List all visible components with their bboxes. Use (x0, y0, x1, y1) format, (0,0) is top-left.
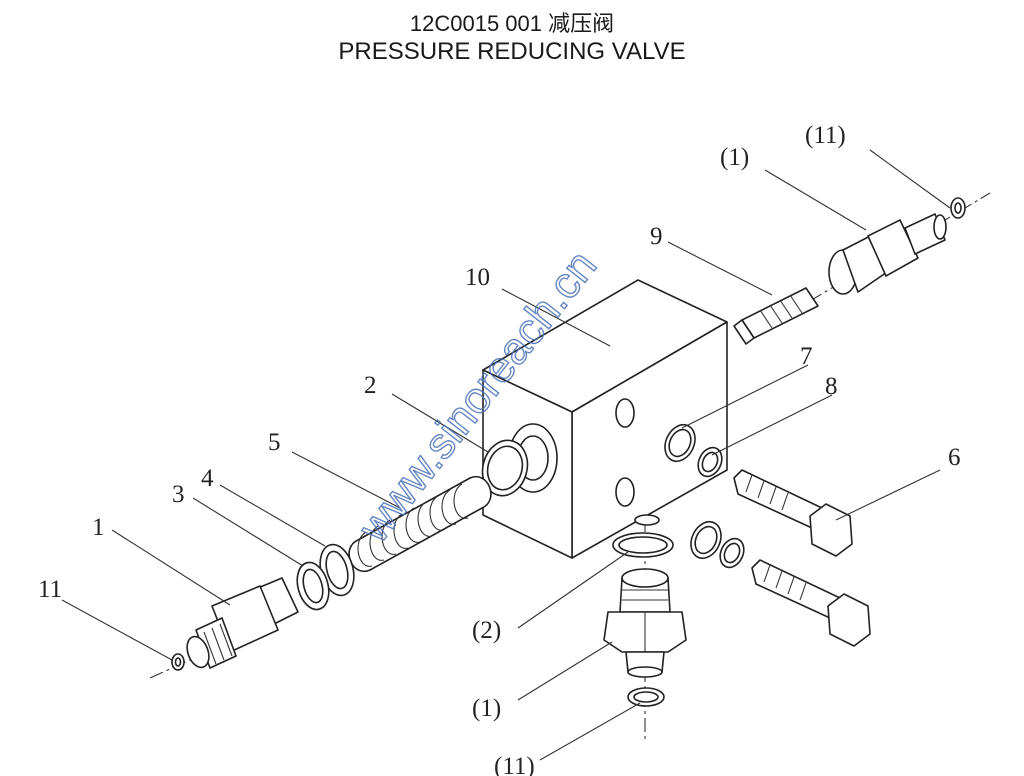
bolt-part-6-lower (751, 559, 871, 647)
ring-part-3 (296, 561, 330, 611)
washer-top-right (950, 197, 966, 219)
callout-7: 7 (800, 343, 813, 370)
callout-1: 1 (92, 514, 105, 541)
callout-labels: (11) (1) 9 10 7 8 2 5 6 4 3 1 11 (2) (1)… (38, 122, 961, 776)
spring-part-5 (348, 475, 492, 573)
o-ring-part-8 (697, 446, 723, 478)
bolt-part-6-upper (733, 469, 853, 557)
diagram-title: PRESSURE REDUCING VALVE (338, 38, 686, 65)
diagram-code-title: 12C0015 001 减压阀 (409, 11, 615, 36)
callout-9: 9 (650, 223, 663, 250)
fitting-bottom (603, 568, 687, 678)
callout-4: 4 (201, 465, 214, 492)
callout-5: 5 (268, 429, 281, 456)
o-ring-bottom (612, 532, 674, 558)
callout-1-bottom: (1) (472, 695, 501, 722)
fitting-top-right (828, 213, 947, 295)
callout-2: 2 (364, 372, 377, 399)
washer-part-11 (171, 653, 185, 671)
callout-1-top: (1) (720, 144, 749, 171)
callout-2-bottom: (2) (472, 617, 501, 644)
callout-11-bottom: (11) (494, 753, 535, 776)
fitting-part-1 (186, 577, 299, 669)
o-ring-part-7 (664, 423, 696, 463)
plunger-part-9 (733, 287, 819, 345)
callout-10: 10 (465, 264, 490, 291)
callout-11-top: (11) (805, 122, 846, 149)
callout-8: 8 (825, 373, 838, 400)
o-ring-pair-lower (690, 520, 745, 569)
callout-3: 3 (172, 481, 185, 508)
o-ring-part-2 (481, 439, 529, 497)
leader-lines (61, 149, 951, 761)
washer-bottom (627, 687, 665, 707)
ring-part-4 (319, 543, 355, 597)
callout-11: 11 (38, 576, 62, 603)
callout-6: 6 (948, 444, 961, 471)
